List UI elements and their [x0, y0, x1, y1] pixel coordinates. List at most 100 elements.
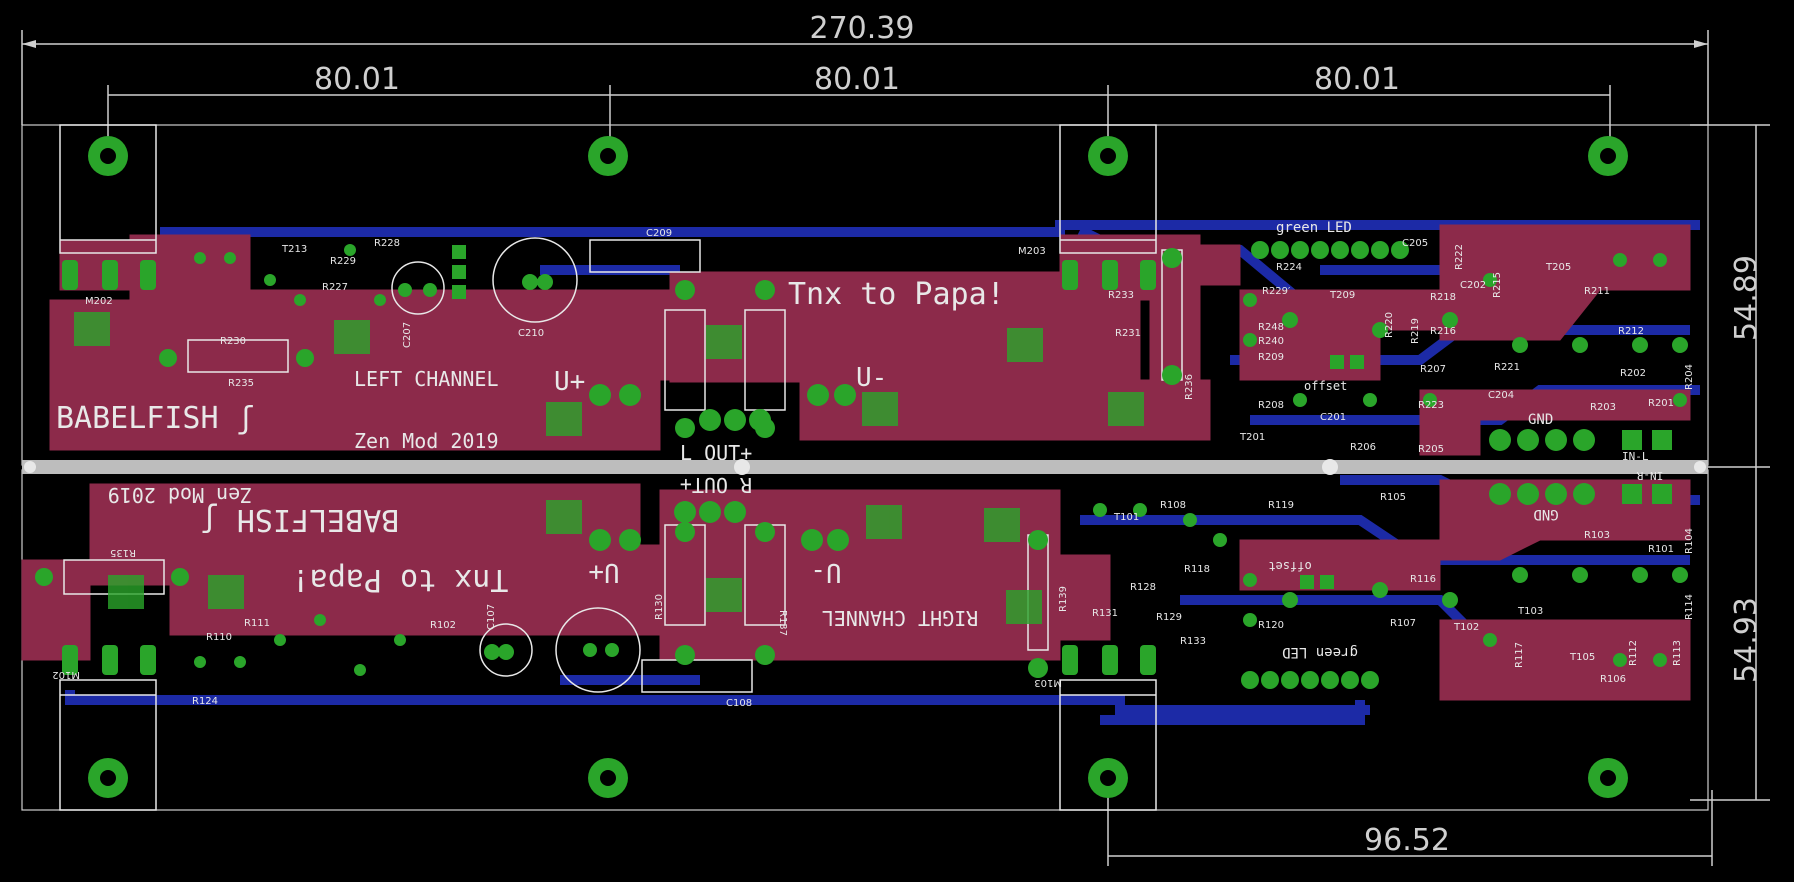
gnd-upper: GND: [1528, 412, 1553, 428]
label-t102: T102: [1453, 622, 1479, 633]
label-r135: R135: [110, 547, 136, 558]
u-plus-lower: U+: [588, 557, 619, 587]
dim-upper-height: 54.89: [1729, 255, 1764, 341]
label-r220: R220: [1384, 312, 1395, 338]
thermal-pads-upper: [74, 312, 1144, 436]
mounting-holes-lower: [88, 758, 1628, 798]
label-r211: R211: [1584, 286, 1610, 297]
label-r107: R107: [1390, 618, 1416, 629]
label-r117: R117: [1514, 642, 1525, 668]
label-r230: R230: [220, 336, 246, 347]
green-led-lower: green LED: [1282, 644, 1358, 660]
label-c202: C202: [1460, 280, 1486, 291]
u-plus-upper: U+: [554, 367, 585, 397]
dim-overall-width: 270.39: [810, 11, 915, 46]
label-t205: T205: [1545, 262, 1571, 273]
label-r108: R108: [1160, 500, 1186, 511]
label-r227: R227: [322, 282, 348, 293]
label-c209: C209: [646, 228, 672, 239]
label-r139: R139: [1058, 586, 1069, 612]
label-r202: R202: [1620, 368, 1646, 379]
label-c210: C210: [518, 328, 544, 339]
divider-rail: [22, 459, 1708, 475]
label-r212: R212: [1618, 326, 1644, 337]
label-r235: R235: [228, 378, 254, 389]
label-r206: R206: [1350, 442, 1376, 453]
label-r231: R231: [1115, 328, 1141, 339]
label-r133: R133: [1180, 636, 1206, 647]
dim-lower-height: 54.93: [1729, 597, 1764, 683]
label-r224: R224: [1276, 262, 1302, 273]
label-r216: R216: [1430, 326, 1456, 337]
u-minus-lower: U-: [810, 557, 841, 587]
label-r112: R112: [1628, 640, 1639, 666]
label-r208: R208: [1258, 400, 1284, 411]
label-r102: R102: [430, 620, 456, 631]
label-r137: R137: [777, 610, 788, 636]
r-out-label: R OUT+: [680, 473, 752, 497]
label-r204: R204: [1684, 364, 1695, 390]
brand-upper: BABELFISH ʃ: [56, 401, 255, 436]
silk-outlines-upper: [59, 124, 1183, 411]
gnd-lower: GND: [1533, 506, 1558, 522]
label-r236: R236: [1184, 374, 1195, 400]
dim-spacing-1: 80.01: [314, 62, 400, 97]
pads-upper: [62, 245, 1672, 451]
right-channel-label: RIGHT CHANNEL: [822, 606, 979, 630]
label-r116: R116: [1410, 574, 1436, 585]
label-r229: R229: [330, 256, 356, 267]
label-t105: T105: [1569, 652, 1595, 663]
label-c107: C107: [486, 604, 497, 630]
label-r209: R209: [1258, 352, 1284, 363]
label-t103: T103: [1517, 606, 1543, 617]
dim-bottom-offset: 96.52: [1364, 823, 1450, 858]
dim-spacing-2: 80.01: [814, 62, 900, 97]
left-channel-label: LEFT CHANNEL: [354, 367, 499, 391]
label-r101: R101: [1648, 544, 1674, 555]
dim-spacing-3: 80.01: [1314, 62, 1400, 97]
label-r203: R203: [1590, 402, 1616, 413]
label-r111: R111: [244, 618, 270, 629]
label-r223: R223: [1418, 400, 1444, 411]
label-r128: R128: [1130, 582, 1156, 593]
label-r110: R110: [206, 632, 232, 643]
label-r205: R205: [1418, 444, 1444, 455]
label-m102: M102: [52, 669, 80, 680]
zen-mod-lower: Zen Mod 2019: [108, 483, 253, 507]
via-dots-lower: [194, 503, 1688, 689]
label-t213: T213: [281, 244, 307, 255]
label-r118: R118: [1184, 564, 1210, 575]
brand-lower: BABELFISH ʃ: [201, 502, 400, 537]
label-r119: R119: [1268, 500, 1294, 511]
green-led-upper: green LED: [1276, 220, 1352, 236]
label-r228: R228: [374, 238, 400, 249]
label-c207: C207: [402, 322, 413, 348]
label-t201: T201: [1239, 432, 1265, 443]
label-r218: R218: [1430, 292, 1456, 303]
pads-lower: [35, 483, 1672, 678]
mounting-holes-upper: [88, 136, 1628, 176]
label-r129: R129: [1156, 612, 1182, 623]
label-r131: R131: [1092, 608, 1118, 619]
label-c201: C201: [1320, 412, 1346, 423]
thanks-lower: Tnx to Papa!: [292, 562, 509, 597]
component-labels-lower: M102 M103 R135 R111 R110 R124 R102 R130 …: [52, 492, 1695, 709]
label-r104: R104: [1684, 528, 1695, 554]
thanks-upper: Tnx to Papa!: [788, 277, 1005, 312]
label-r201: R201: [1648, 398, 1674, 409]
via-dots-upper: [194, 241, 1688, 407]
label-r113: R113: [1672, 640, 1683, 666]
in-l-label: IN-L: [1622, 450, 1649, 463]
label-r114: R114: [1684, 594, 1695, 620]
label-r219: R219: [1410, 318, 1421, 344]
label-r248: R248: [1258, 322, 1284, 333]
label-r222: R222: [1454, 244, 1465, 270]
label-r103: R103: [1584, 530, 1610, 541]
upper-board: M202 M203 R228 R229 R227 T213 R233 R231 …: [49, 124, 1700, 465]
label-r105: R105: [1380, 492, 1406, 503]
label-m202: M202: [85, 296, 113, 307]
label-r221: R221: [1494, 362, 1520, 373]
thermal-pads-lower: [108, 500, 1042, 624]
label-r130: R130: [654, 594, 665, 620]
